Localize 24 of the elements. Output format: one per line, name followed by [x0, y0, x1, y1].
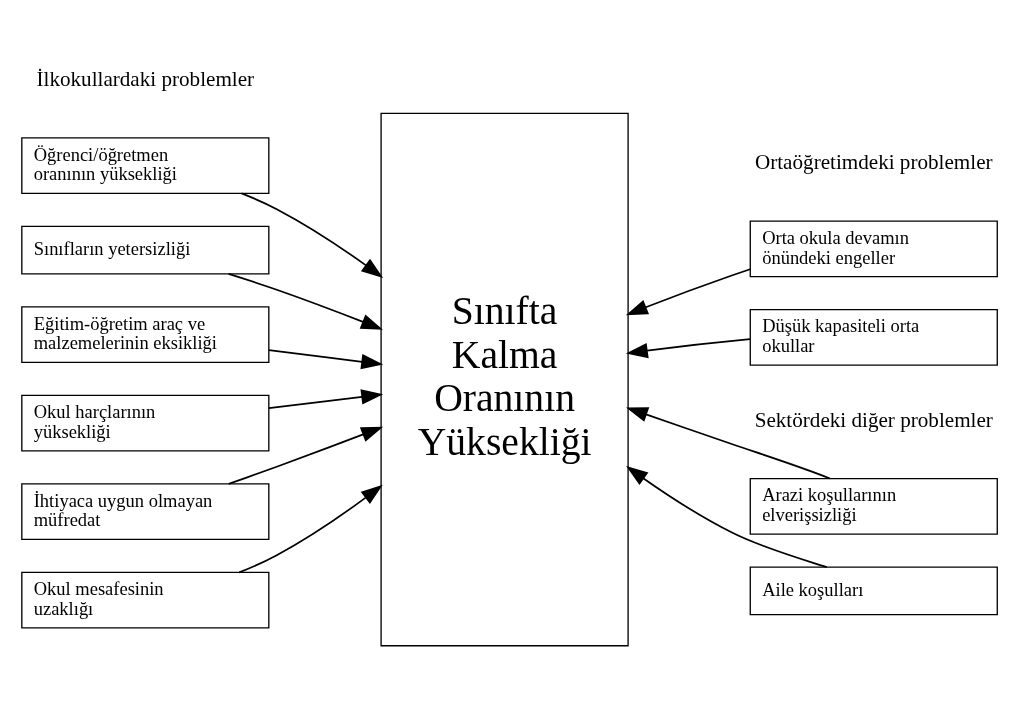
arrow	[268, 388, 384, 409]
node-box: Aile koşulları	[749, 565, 998, 615]
arrow	[625, 337, 751, 358]
node-box: Orta okula devamın önündeki engeller	[749, 219, 998, 277]
label: Sektördeki diğer problemler	[754, 407, 993, 432]
arrow	[240, 192, 384, 278]
node-box: Okul harçlarının yüksekliği	[21, 394, 270, 452]
node-box: Arazi koşullarının elverişsizliği	[749, 477, 998, 535]
arrow	[227, 426, 384, 485]
label: Ortaöğretimdeki problemler	[754, 149, 993, 174]
label: İlkokullardaki problemler	[36, 66, 255, 91]
node-box: İhtiyaca uygun olmayan müfredat	[21, 482, 270, 540]
arrow	[626, 465, 828, 568]
arrow	[625, 267, 751, 315]
node-box: Öğrenci/öğretmen oranının yüksekliği	[21, 136, 270, 194]
node-box: Sınıfta Kalma Oranının Yüksekliği	[380, 112, 629, 646]
node-box: Sınıfların yetersizliği	[21, 225, 270, 275]
arrow	[268, 348, 384, 369]
arrow	[626, 406, 831, 479]
node-box: Düşük kapasiteli orta okullar	[749, 308, 998, 366]
arrow	[238, 484, 383, 573]
node-box: Eğitim-öğretim araç ve malzemelerinin eksikliği	[21, 305, 270, 363]
node-box: Okul mesafesinin uzaklığı	[21, 571, 270, 629]
arrow	[227, 272, 383, 330]
